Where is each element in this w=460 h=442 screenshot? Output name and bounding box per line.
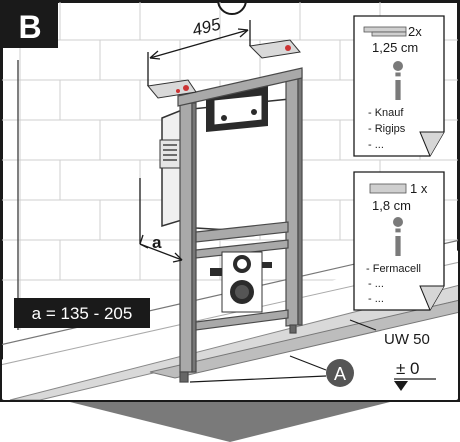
depth-formula-box <box>14 298 150 328</box>
depth-dimension-label: a <box>152 233 162 252</box>
floor-level: ± 0 <box>396 359 420 378</box>
info-icon: i <box>393 67 404 109</box>
material-line-2: - Rigips <box>368 123 406 135</box>
step-badge-letter: B <box>18 9 41 45</box>
board-thick-icon <box>369 183 407 194</box>
info-icon-dot <box>393 61 403 71</box>
marker-leader-line <box>189 355 327 383</box>
board-note-top: 2x 1,25 cm i - Knauf - Rigips - ... <box>353 15 445 157</box>
material-line-3: - ... <box>368 293 384 305</box>
board-thickness: 1,25 cm <box>372 40 418 55</box>
step-badge <box>2 2 58 48</box>
uw-leader-line <box>349 319 377 331</box>
flush-plate-opening <box>206 86 268 132</box>
wall-brackets <box>147 39 301 99</box>
material-line-3: - ... <box>368 139 384 151</box>
board-note-bottom: 1 x 1,8 cm i - Fermacell - ... - ... <box>353 171 445 311</box>
material-line-1: - Knauf <box>368 107 404 119</box>
material-line-1: - Fermacell <box>366 263 421 275</box>
depth-dimension <box>139 178 183 263</box>
depth-formula: a = 135 - 205 <box>32 304 133 323</box>
floor-level-arrow <box>394 381 408 391</box>
marker-a-label: A <box>334 364 346 384</box>
marker-a-circle <box>326 359 354 387</box>
profile-label: UW 50 <box>384 331 430 348</box>
board-thickness: 1,8 cm <box>372 198 411 213</box>
uw-profile-rail <box>149 299 458 379</box>
info-icon: i <box>393 223 404 265</box>
installation-frame <box>177 67 303 383</box>
info-icon-dot <box>393 217 403 227</box>
width-dimension <box>147 20 251 86</box>
board-count: 2x <box>408 24 422 39</box>
drain-assembly <box>210 251 272 313</box>
board-count: 1 x <box>410 181 428 196</box>
material-line-2: - ... <box>368 278 384 290</box>
board-thin-icon <box>363 26 407 33</box>
top-circle-fragment <box>217 0 247 15</box>
next-step-arrow <box>70 402 390 442</box>
